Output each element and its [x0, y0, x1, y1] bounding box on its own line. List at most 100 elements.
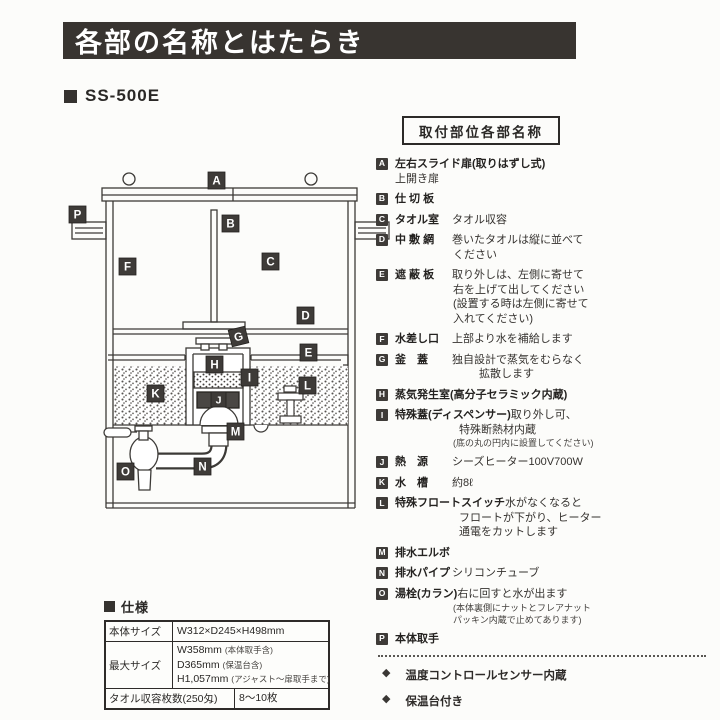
part-letter-badge: D: [376, 234, 388, 247]
part-letter-badge: L: [376, 497, 388, 510]
svg-text:P: P: [74, 210, 82, 222]
part-text: 排水エルボ: [395, 546, 714, 561]
part-item-H: H 蒸気発生室(高分子セラミック内蔵): [376, 388, 714, 403]
part-name: 中 敷 網: [395, 234, 435, 247]
diagram-label-M: M: [226, 422, 245, 441]
diamond-icon: ◆: [382, 667, 391, 680]
diagram-label-J: J: [210, 391, 227, 408]
spec-value-line: W312×D245×H498mm: [177, 625, 285, 638]
part-note-line: パッキン内蔵で止めてあります): [453, 614, 582, 625]
faucet-lever: [103, 427, 132, 438]
spec-values: W312×D245×H498mm: [173, 622, 328, 641]
part-letter-badge: M: [376, 546, 388, 559]
pot-lid: [195, 337, 233, 345]
spec-value-line: 8〜10枚: [239, 692, 278, 705]
part-text: 水差し口上部より水を補給します: [395, 332, 714, 347]
diagram-label-I: I: [240, 368, 259, 387]
diagram-label-K: K: [146, 384, 165, 403]
svg-text:K: K: [151, 389, 160, 401]
part-name: 排水パイプ: [395, 567, 450, 580]
part-name: 特殊フロートスイッチ: [395, 497, 505, 510]
svg-text:N: N: [198, 462, 206, 474]
part-name: 左右スライド扉(取りはずし式): [395, 158, 546, 170]
part-text: 特殊フロートスイッチ水がなくなるとフロートが下がり、ヒーター通電をカットします: [395, 496, 714, 540]
footnote-text: 温度コントロールセンサー内蔵: [405, 670, 567, 683]
diagram-label-N: N: [193, 457, 212, 476]
svg-text:J: J: [216, 395, 222, 407]
footnotes: ◆ 温度コントロールセンサー内蔵 ◆ 保温台付き: [376, 667, 714, 709]
faucet: [103, 425, 159, 491]
part-letter-badge: O: [376, 588, 388, 600]
right-handle: [354, 221, 390, 240]
model-line: SS-500E: [64, 86, 160, 106]
part-description-line: 通電をカットします: [459, 526, 558, 539]
dashed-separator: [378, 655, 706, 658]
part-description: 取り外しは、左側に寄せて: [452, 269, 584, 282]
part-text: 水 槽 約8ℓ: [395, 476, 714, 491]
part-name: 水差し口: [395, 333, 439, 346]
part-letter-badge: B: [376, 193, 388, 206]
part-description: タオル収容: [452, 213, 507, 226]
spec-label: タオル収容枚数(250匁): [106, 689, 235, 709]
part-letter-badge: I: [376, 409, 388, 422]
part-description-line: (設置する時は左側に寄せて: [453, 298, 589, 311]
part-description-line: 入れてください): [453, 312, 534, 325]
svg-text:G: G: [233, 331, 245, 345]
spec-value-line: H1,057mm (アジャスト〜扉取手まで): [177, 673, 330, 686]
faucet-spout: [137, 469, 152, 491]
svg-text:B: B: [226, 219, 234, 231]
part-item-I: I 特殊蓋(ディスペンサー)取り外し可、特殊断熱材内蔵(底の丸の円内に設置してくだ…: [376, 408, 714, 449]
svg-text:I: I: [248, 373, 251, 385]
part-description-line: 上開き扉: [395, 172, 439, 185]
parts-panel-title: 取付部位各部名称: [402, 116, 560, 145]
part-letter-badge: H: [376, 388, 388, 401]
part-description: シリコンチューブ: [452, 567, 540, 580]
part-description: 上部より水を補給します: [452, 333, 573, 346]
part-description: 取り外し可、: [510, 409, 577, 422]
part-text: 左右スライド扉(取りはずし式) 上開き扉: [395, 157, 714, 186]
diagram-label-P: P: [68, 205, 87, 224]
part-description-line: ください: [453, 248, 497, 261]
spec-value-note: (保温台含): [222, 659, 263, 670]
spec-label: 最大サイズ: [106, 642, 173, 689]
svg-text:E: E: [305, 348, 313, 360]
diamond-icon: ◆: [382, 693, 391, 706]
spec-value-note: (本体取手含): [224, 645, 274, 655]
part-letter-badge: F: [376, 333, 388, 346]
part-letter-badge: N: [376, 567, 388, 580]
diagram-label-F: F: [118, 257, 137, 276]
footnote-text: 保温台付き: [405, 696, 463, 709]
part-name: 水 槽: [395, 476, 428, 489]
model-label: SS-500E: [85, 86, 161, 105]
bullet-square-icon: [104, 601, 115, 612]
part-name: タオル室: [395, 213, 439, 226]
part-item-L: L 特殊フロートスイッチ水がなくなるとフロートが下がり、ヒーター通電をカットします: [376, 496, 714, 540]
left-ring: [122, 172, 136, 186]
part-text: 仕 切 板: [395, 192, 714, 207]
part-text: タオル室タオル収容: [395, 213, 714, 228]
part-description: 独自設計で蒸気をむらなく: [452, 353, 584, 366]
diagram-label-L: L: [298, 376, 317, 395]
diagram-label-G: G: [227, 325, 250, 348]
part-description: 約8ℓ: [452, 476, 473, 489]
part-name: 蒸気発生室(高分子セラミック内蔵): [395, 388, 568, 401]
part-text: 特殊蓋(ディスペンサー)取り外し可、特殊断熱材内蔵(底の丸の円内に設置してくださ…: [395, 408, 714, 449]
diagram-label-B: B: [221, 214, 240, 233]
divider-plate: [210, 209, 218, 323]
part-text: 本体取手: [395, 632, 714, 647]
ceramic-layer: [193, 371, 244, 389]
part-description-line: 右を上げて出してください: [453, 283, 585, 296]
steam-generator: [185, 337, 251, 426]
part-description-line: 特殊断熱材内蔵: [459, 423, 536, 436]
spec-values: 8〜10枚: [235, 689, 328, 708]
